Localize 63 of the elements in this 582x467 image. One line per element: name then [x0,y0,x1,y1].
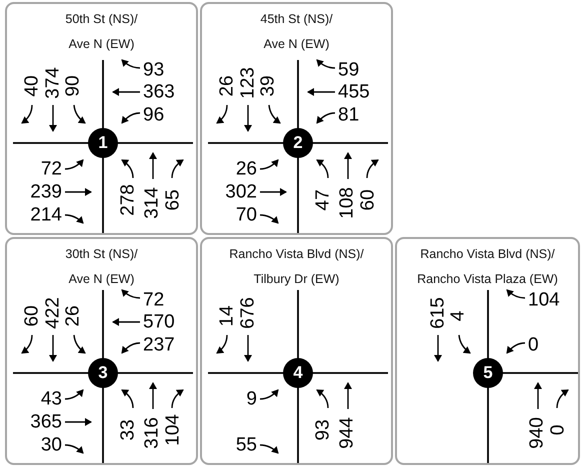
traffic-volume: 104 [164,414,182,446]
intersection-panel [200,237,393,465]
traffic-volume: 65 [164,189,182,211]
traffic-volume: 14 [218,305,236,327]
traffic-volume: 59 [338,60,360,80]
traffic-volume: 314 [142,187,162,219]
traffic-volume: 47 [314,189,332,211]
intersection-panel [5,2,198,235]
traffic-volume: 43 [40,390,62,408]
traffic-volume: 96 [143,106,164,124]
traffic-volume: 676 [238,297,258,329]
traffic-volume: 278 [118,184,138,216]
traffic-volume: 9 [246,390,257,408]
intersection-title: 50th St (NS)/ Ave N (EW) [64,11,139,53]
intersection-panel [5,237,198,465]
traffic-volume: 108 [338,187,356,219]
traffic-volume: 104 [528,290,560,310]
traffic-volume: 316 [142,417,162,449]
traffic-volume: 374 [44,67,62,99]
traffic-volume: 940 [528,417,546,449]
traffic-volume: 55 [236,436,257,454]
intersection-number: 5 [473,358,503,388]
traffic-volume: 39 [258,75,278,97]
traffic-volume: 26 [236,160,257,178]
traffic-volume: 26 [218,75,236,97]
traffic-volume: 363 [143,82,175,102]
traffic-volume: 72 [143,290,164,310]
intersection-panel [200,2,393,235]
traffic-volume: 26 [64,305,82,327]
traffic-volume: 72 [40,160,62,178]
traffic-volume: 570 [143,312,175,332]
traffic-volume: 0 [548,424,568,436]
traffic-volume: 944 [338,417,356,449]
traffic-volume: 123 [238,67,258,99]
intersection-title: Rancho Vista Blvd (NS)/ Tilbury Dr (EW) [228,246,365,288]
traffic-volume: 237 [143,336,175,354]
traffic-volume: 422 [44,297,62,329]
traffic-volume: 615 [428,297,448,329]
intersection-title: 45th St (NS)/ Ave N (EW) [259,11,334,53]
traffic-volume: 214 [30,206,62,224]
intersection-title: 30th St (NS)/ Ave N (EW) [64,246,139,288]
traffic-volume: 90 [64,75,82,97]
intersection-number: 1 [88,128,118,158]
intersection-number: 3 [88,358,118,388]
intersection-panel [395,237,580,465]
traffic-volume: 70 [236,206,257,224]
intersection-number: 4 [283,358,313,388]
traffic-volume: 60 [358,189,378,211]
traffic-volume: 302 [225,182,257,202]
traffic-volume: 33 [118,419,138,441]
traffic-volume: 455 [338,82,370,102]
traffic-volume: 30 [40,436,62,454]
intersection-number: 2 [283,128,313,158]
traffic-volume: 60 [22,305,42,327]
intersection-title: Rancho Vista Blvd (NS)/ Rancho Vista Plaza (EW) [416,246,559,288]
traffic-volume: 93 [143,60,164,80]
traffic-volume: 4 [448,310,468,322]
traffic-volume: 365 [30,412,62,432]
traffic-volume: 40 [22,75,42,97]
traffic-volume: 239 [30,182,62,202]
traffic-volume: 0 [528,336,539,354]
traffic-volume: 93 [314,419,332,441]
traffic-volume: 81 [338,106,360,124]
